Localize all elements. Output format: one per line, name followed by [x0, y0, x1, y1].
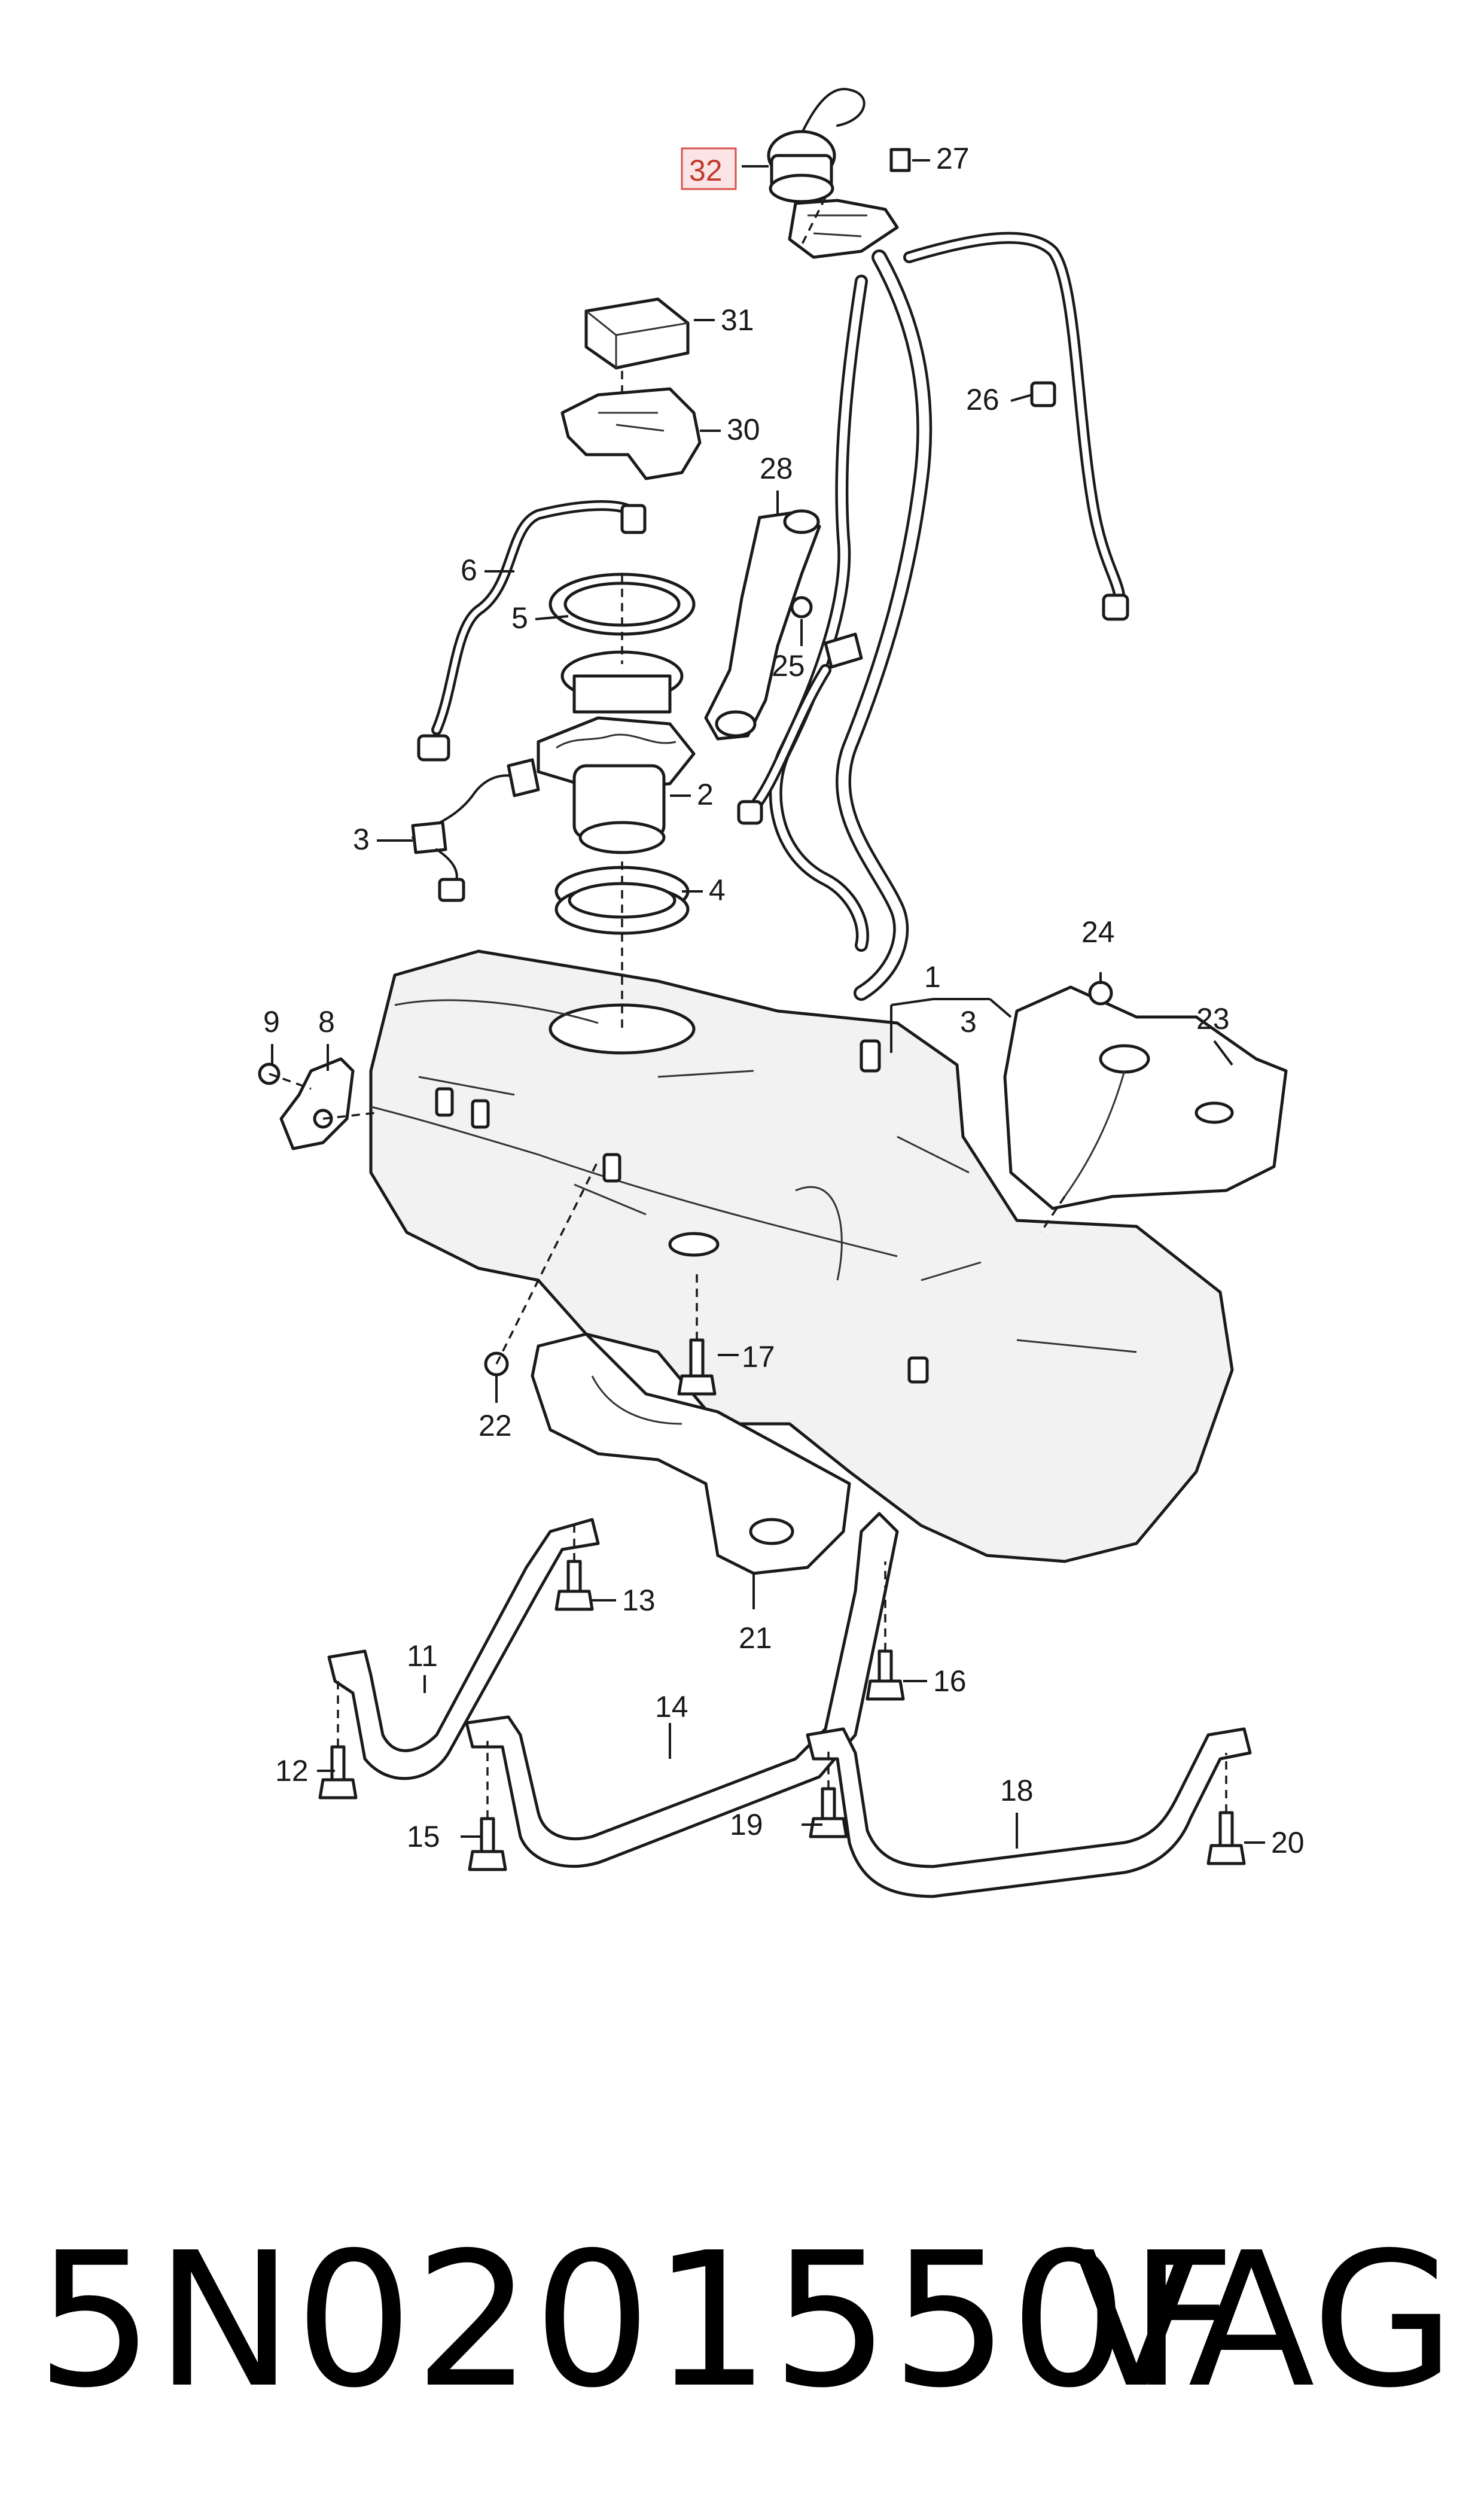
- callout-32: 32: [689, 154, 723, 187]
- callout-23: 23: [1196, 1002, 1230, 1036]
- heat-shield-28: [704, 509, 821, 741]
- callout-1: 1: [924, 960, 941, 994]
- callout-30: 30: [727, 413, 760, 446]
- callout-13: 13: [622, 1584, 656, 1617]
- callout-labels: 32 27 31 26 30 28 6 5 25 2 3 4 24 1 3 23…: [263, 142, 1305, 1859]
- tank-strap-11: [327, 1518, 600, 1780]
- callout-28: 28: [760, 452, 793, 485]
- callout-24: 24: [1081, 915, 1115, 949]
- part-number: 5N0201550F: [36, 2213, 1238, 2429]
- brand-label: VAG: [1072, 2213, 1455, 2429]
- callout-27: 27: [936, 142, 970, 175]
- footer-caption: 5N0201550F VAG: [0, 2213, 1484, 2429]
- callout-11: 11: [407, 1639, 438, 1673]
- callout-31: 31: [721, 303, 754, 337]
- callout-9: 9: [263, 1005, 280, 1039]
- callout-3: 3: [353, 823, 370, 856]
- assembly-lines: [269, 197, 1227, 1819]
- callout-5: 5: [511, 601, 528, 635]
- callout-21: 21: [739, 1621, 772, 1655]
- heat-shield-23: [1003, 981, 1288, 1210]
- callout-20: 20: [1271, 1826, 1305, 1859]
- callout-3-tank: 3: [960, 1005, 977, 1039]
- fuel-tank: [369, 949, 1234, 1563]
- leader-lines: [271, 159, 1265, 1849]
- callout-4: 4: [709, 873, 726, 907]
- fuel-pump-assembly: [411, 500, 696, 935]
- bolts: [318, 1338, 1246, 1871]
- callout-14: 14: [655, 1690, 688, 1724]
- callout-19: 19: [730, 1808, 763, 1841]
- tank-strap-18: [806, 1727, 1252, 1898]
- vent-clip: [1030, 381, 1056, 407]
- callout-32-highlight: [681, 147, 737, 190]
- callout-25: 25: [772, 649, 805, 683]
- tank-strap-14: [465, 1512, 899, 1868]
- bracket-30: [560, 387, 702, 480]
- callout-26: 26: [966, 383, 1000, 416]
- callout-8: 8: [318, 1005, 335, 1039]
- callout-15: 15: [407, 1820, 440, 1853]
- callout-17: 17: [742, 1340, 775, 1374]
- callout-18: 18: [1000, 1774, 1034, 1807]
- callout-16: 16: [933, 1664, 967, 1698]
- callout-22: 22: [479, 1409, 512, 1442]
- callout-6: 6: [461, 553, 477, 587]
- callout-12: 12: [275, 1754, 309, 1788]
- filler-neck-assembly: [737, 87, 1129, 1001]
- control-unit-31: [584, 297, 690, 370]
- callout-2: 2: [697, 778, 714, 811]
- heat-shield-21: [531, 1332, 851, 1575]
- bracket-8: [258, 1057, 355, 1150]
